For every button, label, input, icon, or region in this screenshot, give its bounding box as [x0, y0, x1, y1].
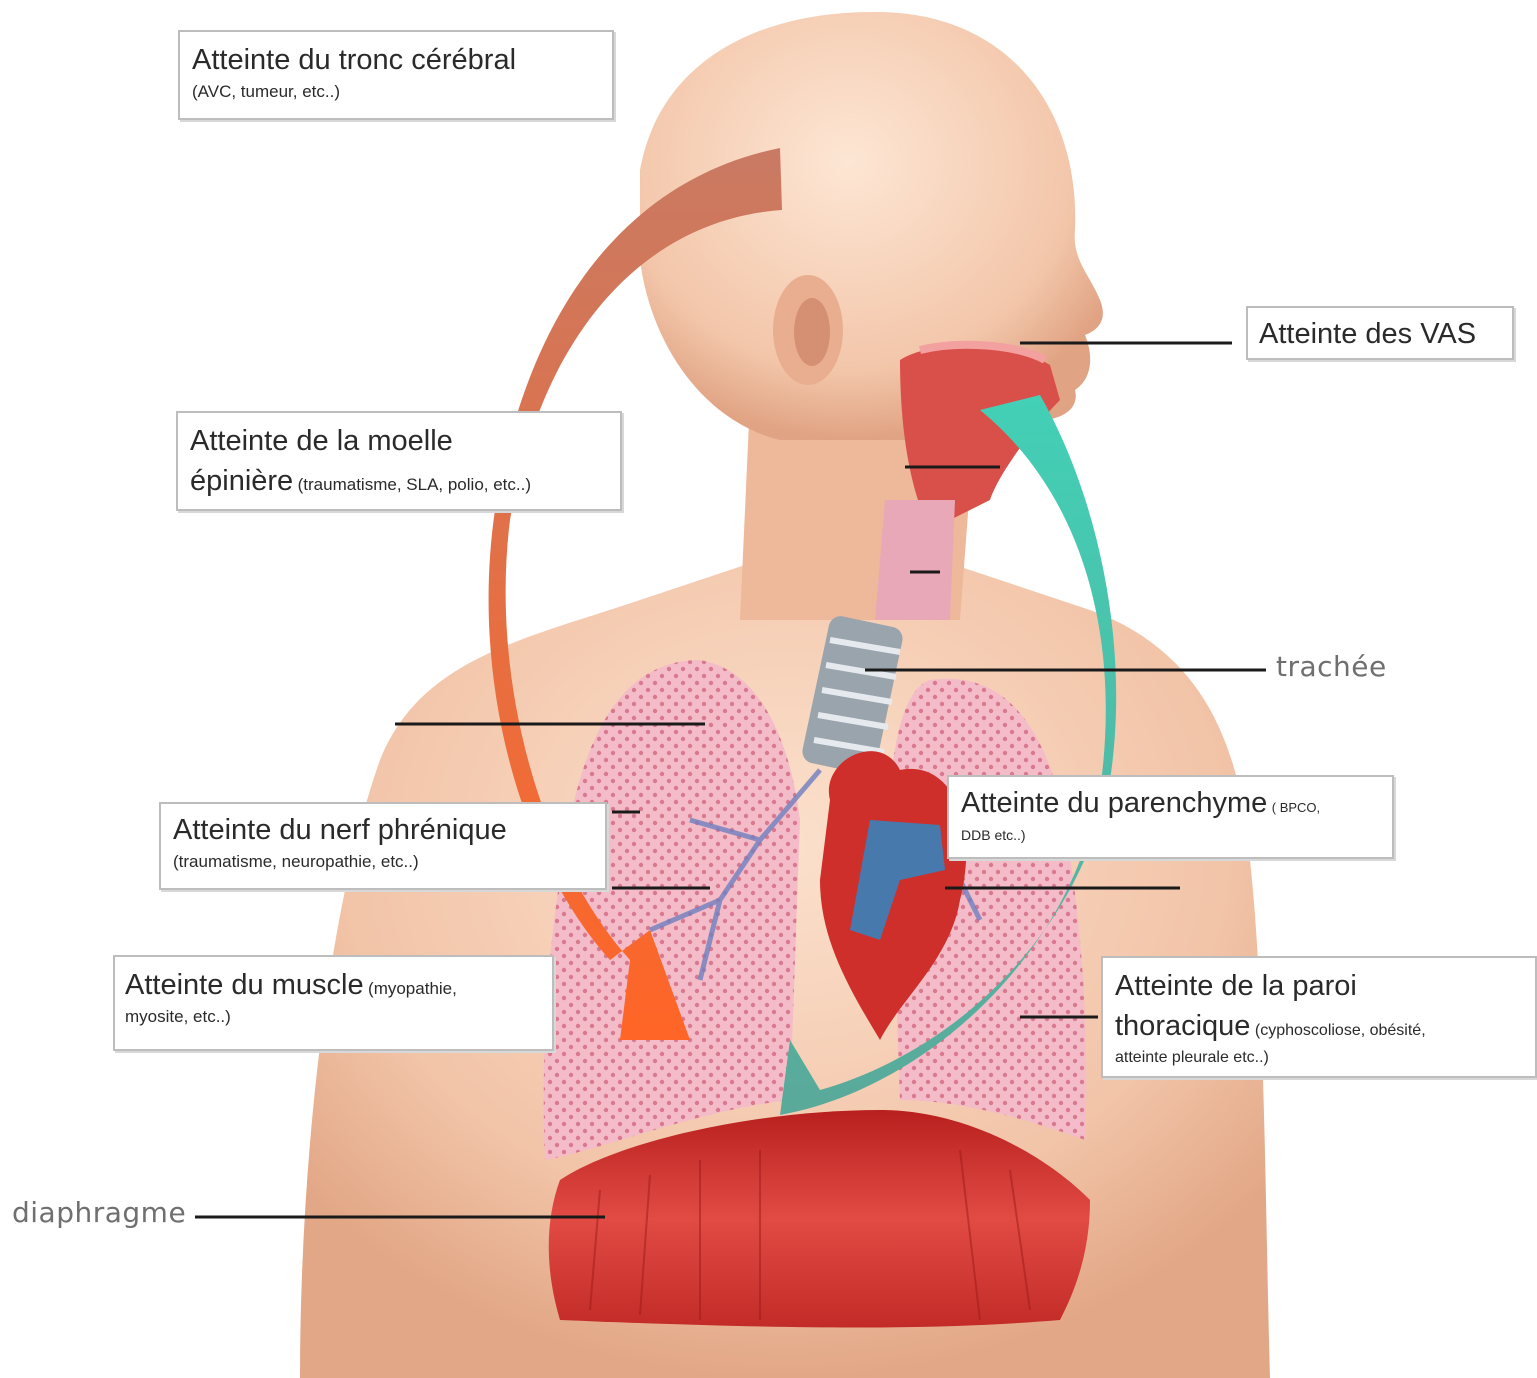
label-parenchyma-detail: ( BPCO, — [1272, 800, 1320, 815]
label-phrenic-nerve-title: Atteinte du nerf phrénique — [173, 810, 593, 850]
label-parenchyma-title: Atteinte du parenchyme — [961, 787, 1267, 819]
label-brainstem: Atteinte du tronc cérébral (AVC, tumeur,… — [178, 30, 614, 120]
label-muscle-title: Atteinte du muscle — [125, 969, 364, 1001]
label-brainstem-detail: (AVC, tumeur, etc..) — [192, 80, 600, 104]
label-parenchyma: Atteinte du parenchyme ( BPCO, DDB etc..… — [947, 775, 1394, 859]
label-spinal-cord-title-2: épinière — [190, 465, 293, 497]
label-parenchyma-detail-2: DDB etc..) — [961, 823, 1380, 847]
label-muscle-detail-2: myosite, etc..) — [125, 1005, 542, 1029]
label-spinal-cord-detail: (traumatisme, SLA, polio, etc..) — [298, 475, 531, 494]
label-chest-wall-detail: (cyphoscoliose, obésité, — [1255, 1022, 1426, 1039]
label-brainstem-title: Atteinte du tronc cérébral — [192, 40, 600, 80]
label-upper-airway-title: Atteinte des VAS — [1259, 314, 1501, 354]
label-phrenic-nerve: Atteinte du nerf phrénique (traumatisme,… — [159, 802, 607, 890]
label-chest-wall-title: Atteinte de la paroi — [1115, 966, 1523, 1006]
label-trachea: trachée — [1276, 650, 1387, 683]
label-chest-wall-title-2: thoracique — [1115, 1010, 1250, 1042]
label-chest-wall: Atteinte de la paroi thoracique (cyphosc… — [1101, 956, 1537, 1078]
label-muscle: Atteinte du muscle (myopathie, myosite, … — [113, 955, 554, 1051]
larynx — [875, 500, 955, 620]
label-chest-wall-detail-2: atteinte pleurale etc..) — [1115, 1046, 1523, 1070]
label-spinal-cord: Atteinte de la moelle épinière (traumati… — [176, 411, 622, 511]
label-diaphragm: diaphragme — [12, 1196, 186, 1229]
label-spinal-cord-title: Atteinte de la moelle — [190, 421, 608, 461]
label-upper-airway: Atteinte des VAS — [1246, 306, 1514, 360]
label-phrenic-nerve-detail: (traumatisme, neuropathie, etc..) — [173, 850, 593, 874]
label-muscle-detail: (myopathie, — [368, 979, 457, 998]
